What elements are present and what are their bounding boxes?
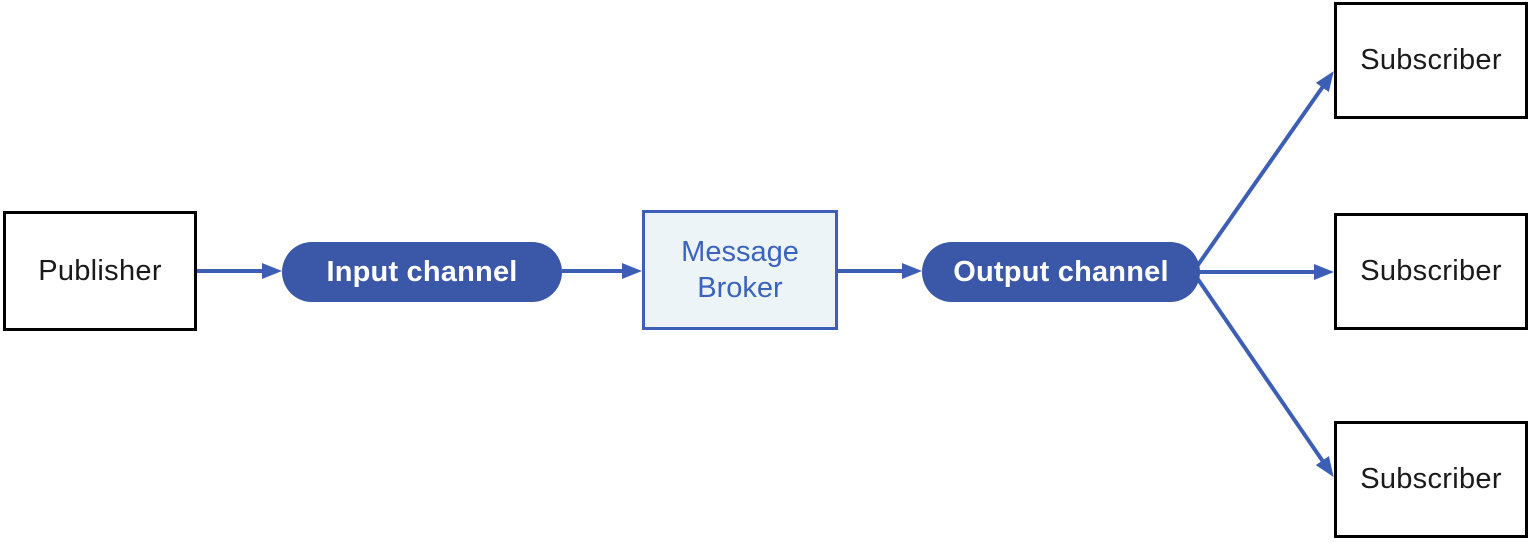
subscriber-node-top: Subscriber <box>1334 2 1528 119</box>
output-channel-label: Output channel <box>953 255 1169 288</box>
message-broker-node: Message Broker <box>642 210 838 330</box>
subscriber-label: Subscriber <box>1360 463 1502 495</box>
output-channel-node: Output channel <box>922 242 1200 302</box>
subscriber-label: Subscriber <box>1360 255 1502 287</box>
arrow-output-to-subscriber-top <box>1191 71 1334 274</box>
arrow-output-to-subscriber-bottom <box>1191 270 1334 478</box>
input-channel-label: Input channel <box>326 255 518 288</box>
input-channel-node: Input channel <box>282 242 562 302</box>
publisher-label: Publisher <box>38 254 162 287</box>
subscriber-node-middle: Subscriber <box>1334 213 1528 330</box>
subscriber-node-bottom: Subscriber <box>1334 421 1528 538</box>
message-broker-label: Message Broker <box>681 236 799 304</box>
publisher-node: Publisher <box>3 211 197 331</box>
subscriber-label: Subscriber <box>1360 44 1502 76</box>
